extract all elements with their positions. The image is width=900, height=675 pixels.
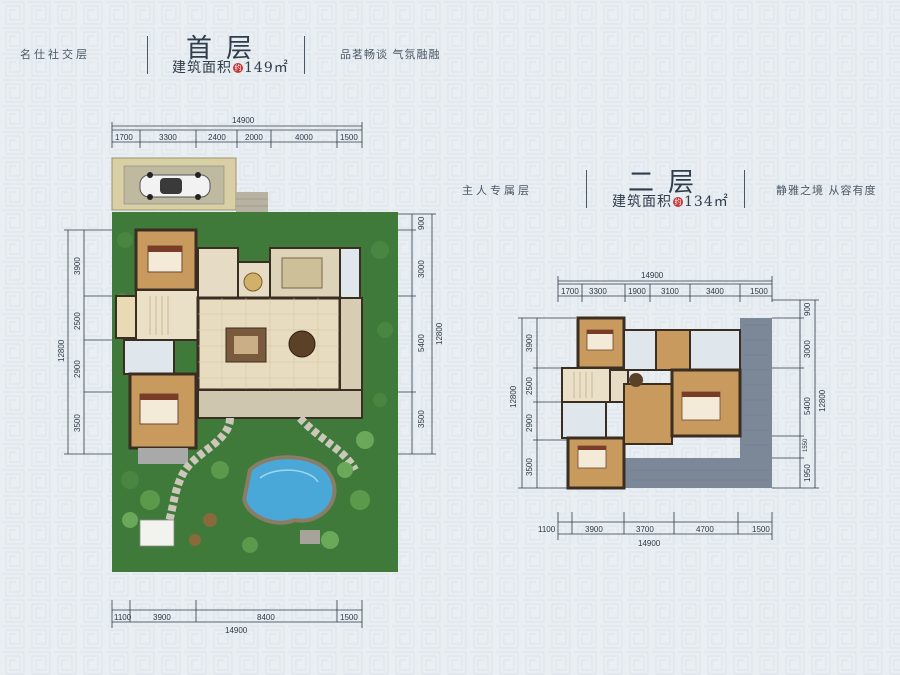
second-floor-title: 二层 (628, 168, 709, 198)
ground-right-tagline: 品茗畅谈 气氛融融 (340, 48, 441, 61)
second-left-dim: 2900 (525, 414, 534, 432)
ground-bottom-dim: 3900 (153, 613, 171, 622)
second-right-separator (744, 170, 745, 208)
ground-left-total: 12800 (57, 339, 66, 362)
second-right-dim: 1950 (803, 464, 812, 482)
parking-space (111, 157, 237, 211)
second-top-dim: 1700 (561, 287, 579, 296)
second-top-dim: 3300 (589, 287, 607, 296)
second-top-total: 14900 (641, 271, 664, 280)
ground-right-total: 12800 (435, 322, 444, 345)
ground-left-separator (147, 36, 148, 74)
ground-bottom-total: 14900 (225, 626, 248, 635)
ground-right-dim: 5400 (417, 334, 426, 352)
garden-trees (122, 431, 374, 553)
ground-top-dim: 2000 (245, 133, 263, 142)
second-top-dim: 1500 (750, 287, 768, 296)
second-house (561, 316, 742, 490)
ground-right-dimensions (398, 213, 436, 455)
second-left-dim: 3500 (525, 458, 534, 476)
ground-bottom-dim: 1100 (114, 613, 132, 622)
garden-bench (300, 530, 320, 544)
second-top-dim: 1900 (628, 287, 646, 296)
ground-left-tagline: 名仕社交层 (20, 48, 90, 61)
second-right-dim: 5400 (803, 397, 812, 415)
area-label: 建筑面积 (172, 60, 232, 76)
second-bottom-dim: 1100 (538, 525, 556, 534)
ground-left-dim: 3500 (73, 414, 82, 432)
second-right-tagline: 静雅之境 从容有度 (776, 184, 877, 197)
ground-top-dim: 3300 (159, 133, 177, 142)
ground-top-dim: 2400 (208, 133, 226, 142)
ground-top-total: 14900 (232, 116, 255, 125)
garden-seating (139, 519, 175, 547)
ground-left-dimensions (64, 229, 112, 455)
ground-right-dim: 3500 (417, 410, 426, 428)
second-left-dim: 3900 (525, 334, 534, 352)
second-bottom-dim: 1500 (752, 525, 770, 534)
approx-icon: 约 (233, 63, 243, 73)
ground-top-dimensions (111, 122, 363, 148)
ground-left-dim: 3900 (73, 257, 82, 275)
area-value: 149㎡ (244, 60, 289, 76)
car-icon (139, 172, 211, 200)
entry-path (236, 192, 268, 214)
area-label: 建筑面积 (612, 194, 672, 210)
second-bottom-dim: 3900 (585, 525, 603, 534)
ground-top-dim: 4000 (295, 133, 313, 142)
approx-icon: 约 (673, 197, 683, 207)
second-left-total: 12800 (509, 385, 518, 408)
second-top-dim: 3100 (661, 287, 679, 296)
ground-right-separator (304, 36, 305, 74)
ground-house (115, 228, 363, 464)
second-right-total: 12800 (818, 389, 827, 412)
second-left-separator (586, 170, 587, 208)
ground-floor-title: 首层 (186, 34, 267, 64)
second-bottom-dim: 4700 (696, 525, 714, 534)
second-bottom-dim: 3700 (636, 525, 654, 534)
ground-bottom-dim: 1500 (340, 613, 358, 622)
second-left-tagline: 主人专属层 (462, 184, 532, 197)
ground-top-dim: 1700 (115, 133, 133, 142)
pool (242, 455, 337, 525)
ground-bottom-dimensions (111, 600, 363, 628)
ground-right-dim: 900 (417, 216, 426, 230)
second-bottom-total: 14900 (638, 539, 661, 548)
ground-top-dim: 1500 (340, 133, 358, 142)
second-right-dim: 3000 (803, 340, 812, 358)
second-left-dim: 2500 (525, 377, 534, 395)
second-right-dim: 1550 (803, 438, 809, 452)
second-right-dim: 900 (803, 302, 812, 316)
ground-bottom-dim: 8400 (257, 613, 275, 622)
ground-right-dim: 3000 (417, 260, 426, 278)
ground-left-dim: 2500 (73, 312, 82, 330)
area-value: 134㎡ (684, 194, 729, 210)
ground-left-dim: 2900 (73, 360, 82, 378)
second-top-dim: 3400 (706, 287, 724, 296)
roof (624, 318, 772, 488)
